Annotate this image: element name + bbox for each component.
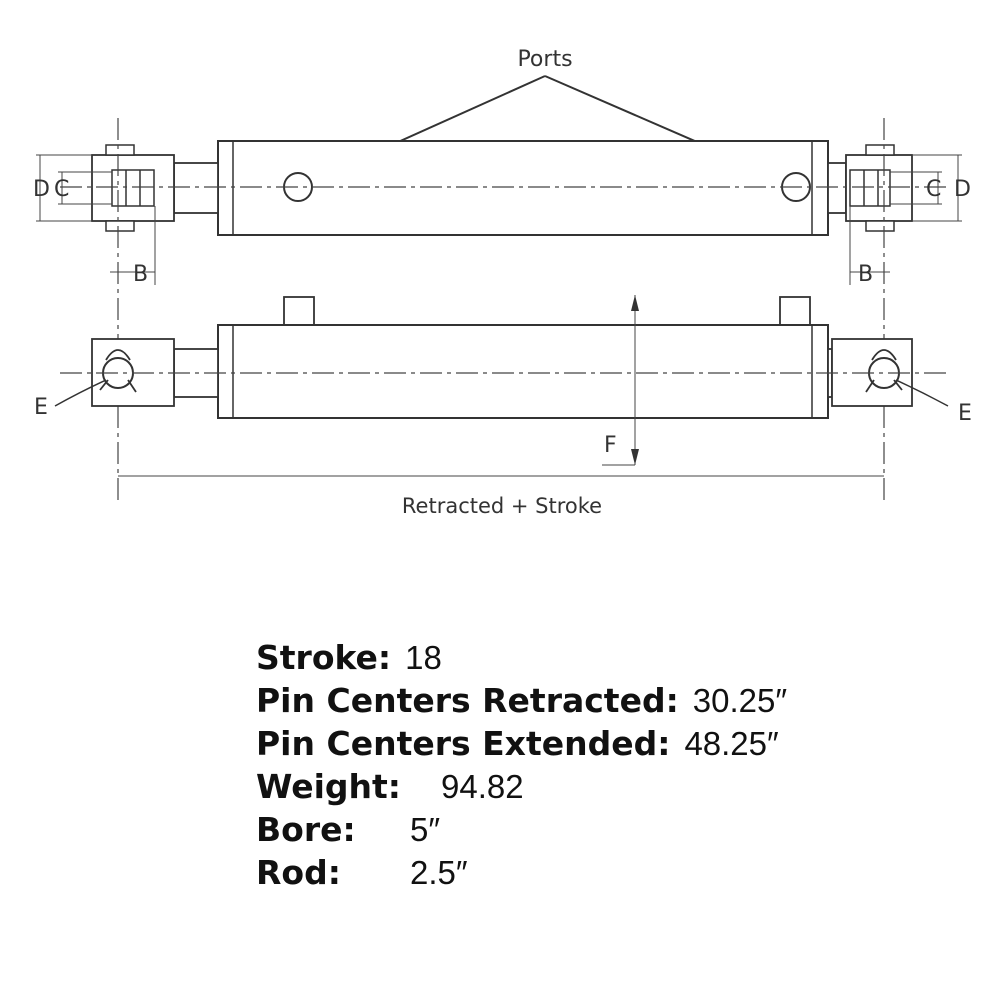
spec-label: Weight: xyxy=(256,767,402,806)
spec-row-pin-centers-retracted: Pin Centers Retracted: 30.25″ xyxy=(256,679,956,722)
spec-label: Rod: xyxy=(256,853,341,892)
rod-right-top xyxy=(827,162,847,214)
spec-row-rod: Rod: 2.5″ xyxy=(256,851,956,894)
spec-value: 48.25″ xyxy=(684,725,779,762)
spec-row-weight: Weight: 94.82 xyxy=(256,765,956,808)
side-view: E E F Retracted + Stroke xyxy=(34,295,972,518)
clevis-left-top xyxy=(91,144,175,232)
spec-row-bore: Bore: 5″ xyxy=(256,808,956,851)
top-view: Ports xyxy=(33,47,971,505)
ports-label: Ports xyxy=(517,47,572,72)
dim-f: F xyxy=(604,433,617,458)
spec-label: Pin Centers Retracted: xyxy=(256,681,679,720)
dim-e-left: E xyxy=(34,395,48,420)
dim-b-left: B xyxy=(133,262,148,287)
dim-d-left: D xyxy=(33,177,50,202)
port-stub-right xyxy=(779,296,811,326)
port-stub-left xyxy=(283,296,315,326)
spec-label: Bore: xyxy=(256,810,356,849)
spec-label: Stroke: xyxy=(256,638,392,677)
dim-d-right: D xyxy=(954,177,971,202)
clevis-right-top xyxy=(845,144,913,232)
spec-list: Stroke: 18 Pin Centers Retracted: 30.25″ P… xyxy=(256,636,956,894)
dim-b-right: B xyxy=(858,262,873,287)
dim-c-left: C xyxy=(54,177,69,202)
barrel-side xyxy=(217,324,829,419)
spec-label: Pin Centers Extended: xyxy=(256,724,671,763)
spec-value: 5″ xyxy=(410,811,441,848)
cylinder-dimension-diagram: Ports xyxy=(33,47,972,518)
spec-value: 94.82 xyxy=(441,768,524,805)
spec-row-stroke: Stroke: 18 xyxy=(256,636,956,679)
spec-value: 30.25″ xyxy=(692,682,788,719)
pin-right xyxy=(865,349,903,393)
spec-value: 2.5″ xyxy=(410,854,468,891)
spec-row-pin-centers-extended: Pin Centers Extended: 48.25″ xyxy=(256,722,956,765)
dim-c-right: C xyxy=(926,177,941,202)
spec-value: 18 xyxy=(405,639,442,676)
length-label: Retracted + Stroke xyxy=(402,494,602,518)
dim-e-right: E xyxy=(958,401,972,426)
rod-left-top xyxy=(173,162,219,214)
